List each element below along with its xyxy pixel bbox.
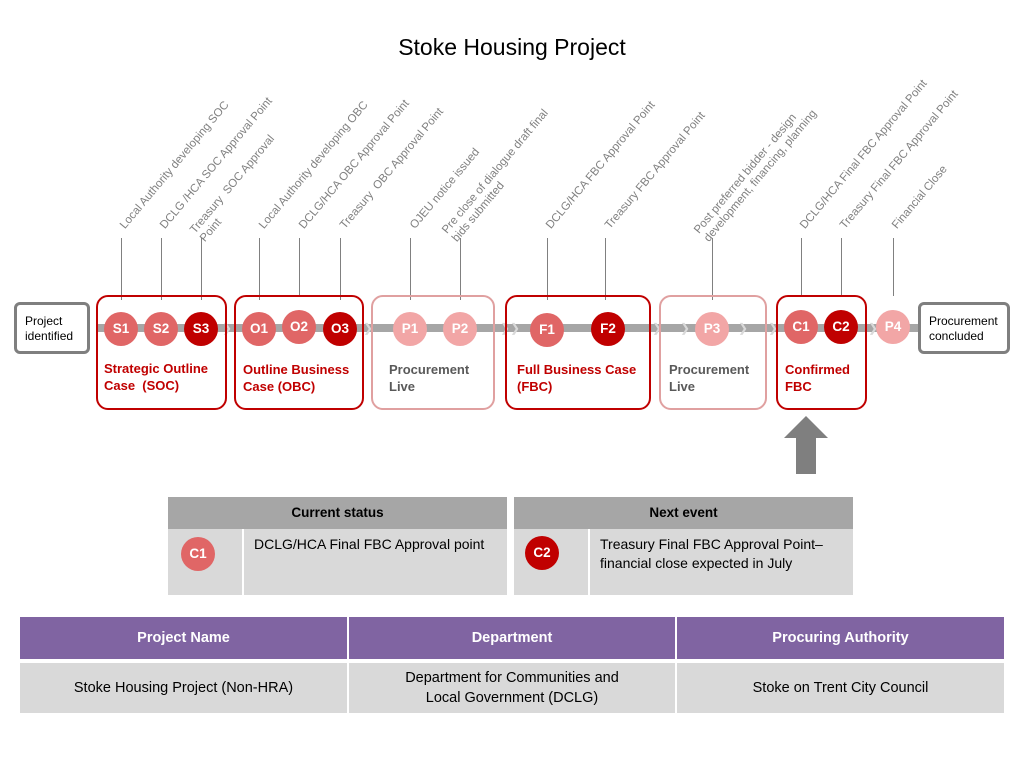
stage-label-procurement-2: Procurement Live bbox=[669, 362, 750, 394]
milestone-o3: O3 bbox=[323, 312, 357, 346]
milestone-s1: S1 bbox=[104, 312, 138, 346]
milestone-o1: O1 bbox=[242, 312, 276, 346]
milestone-c1: C1 bbox=[784, 310, 818, 344]
column-header-department: Department bbox=[348, 617, 677, 663]
leader-line bbox=[259, 238, 260, 300]
divider bbox=[242, 529, 244, 595]
milestone-label-p4: Financial Close bbox=[890, 163, 950, 232]
arrow-up-shaft bbox=[796, 437, 816, 474]
cell-department: Department for Communities and Local Gov… bbox=[348, 661, 677, 713]
next-event-panel: Next event C2 Treasury Final FBC Approva… bbox=[514, 497, 853, 595]
current-status-badge: C1 bbox=[181, 537, 215, 571]
milestone-p3: P3 bbox=[695, 312, 729, 346]
column-header-project-name: Project Name bbox=[20, 617, 349, 663]
leader-line bbox=[161, 238, 162, 300]
timeline-track bbox=[96, 324, 924, 332]
column-header-procuring-authority: Procuring Authority bbox=[676, 617, 1004, 663]
leader-line bbox=[841, 238, 842, 296]
stage-label-confirmed-fbc: Confirmed FBC bbox=[785, 362, 850, 394]
procurement-concluded-box: Procurement concluded bbox=[918, 302, 1010, 354]
chevron-right-icon: ❯ bbox=[222, 321, 233, 335]
cell-procuring-authority: Stoke on Trent City Council bbox=[676, 661, 1004, 713]
milestone-label-f2: Treasury FBC Approval Point bbox=[603, 109, 708, 232]
milestone-label-f1: DCLG/HCA FBC Approval Point bbox=[544, 99, 658, 232]
stage-box-obc bbox=[234, 295, 364, 410]
stage-label-obc: Outline Business Case (OBC) bbox=[243, 362, 350, 394]
stage-label-fbc: Full Business Case (FBC) bbox=[517, 362, 637, 394]
next-event-text: Treasury Final FBC Approval Point– finan… bbox=[600, 536, 823, 571]
leader-line bbox=[340, 238, 341, 300]
cell-project-name: Stoke Housing Project (Non-HRA) bbox=[20, 661, 349, 713]
current-status-text: DCLG/HCA Final FBC Approval point bbox=[254, 536, 485, 552]
stage-label-soc: Strategic Outline Case (SOC) bbox=[104, 361, 209, 393]
milestone-p1: P1 bbox=[393, 312, 427, 346]
current-status-header: Current status bbox=[168, 497, 507, 529]
stage-box-soc bbox=[96, 295, 227, 410]
chevron-right-icon: ❯ bbox=[363, 321, 374, 335]
milestone-s3: S3 bbox=[184, 312, 218, 346]
milestone-p4: P4 bbox=[876, 310, 910, 344]
divider bbox=[588, 529, 590, 595]
milestone-p2: P2 bbox=[443, 312, 477, 346]
chevron-right-icon: ❯ bbox=[868, 321, 879, 335]
leader-line bbox=[712, 238, 713, 300]
milestone-c2: C2 bbox=[824, 310, 858, 344]
chevron-right-icon: ❯ bbox=[738, 321, 749, 335]
leader-line bbox=[605, 238, 606, 300]
stage-box-procurement-2 bbox=[659, 295, 767, 410]
stage-box-procurement-1 bbox=[371, 295, 495, 410]
table-row: Stoke Housing Project (Non-HRA) Departme… bbox=[20, 661, 1004, 713]
stage-label-procurement-1: Procurement Live bbox=[389, 362, 470, 394]
stage-box-confirmed-fbc bbox=[776, 295, 867, 410]
milestone-s2: S2 bbox=[144, 312, 178, 346]
next-event-badge: C2 bbox=[525, 536, 559, 570]
leader-line bbox=[121, 238, 122, 300]
chevron-right-icon: ❯ bbox=[510, 321, 521, 335]
milestone-o2: O2 bbox=[282, 310, 316, 344]
leader-line bbox=[201, 238, 202, 300]
leader-line bbox=[410, 238, 411, 300]
leader-line bbox=[893, 238, 894, 296]
chevron-right-icon: ❯ bbox=[652, 321, 663, 335]
chevron-right-icon: ❯ bbox=[680, 321, 691, 335]
current-status-panel: Current status C1 DCLG/HCA Final FBC App… bbox=[168, 497, 507, 595]
chevron-right-icon: ❯ bbox=[768, 321, 779, 335]
next-event-header: Next event bbox=[514, 497, 853, 529]
leader-line bbox=[801, 238, 802, 296]
milestone-f1: F1 bbox=[530, 313, 564, 347]
stage-box-fbc bbox=[505, 295, 651, 410]
page-title: Stoke Housing Project bbox=[398, 34, 626, 60]
table-header-row: Project Name Department Procuring Author… bbox=[20, 617, 1004, 663]
milestone-f2: F2 bbox=[591, 312, 625, 346]
leader-line bbox=[460, 238, 461, 300]
arrow-up-icon bbox=[784, 416, 828, 438]
project-info-table: Project Name Department Procuring Author… bbox=[20, 617, 1004, 713]
leader-line bbox=[299, 238, 300, 296]
leader-line bbox=[547, 238, 548, 300]
project-identified-box: Project identified bbox=[14, 302, 90, 354]
